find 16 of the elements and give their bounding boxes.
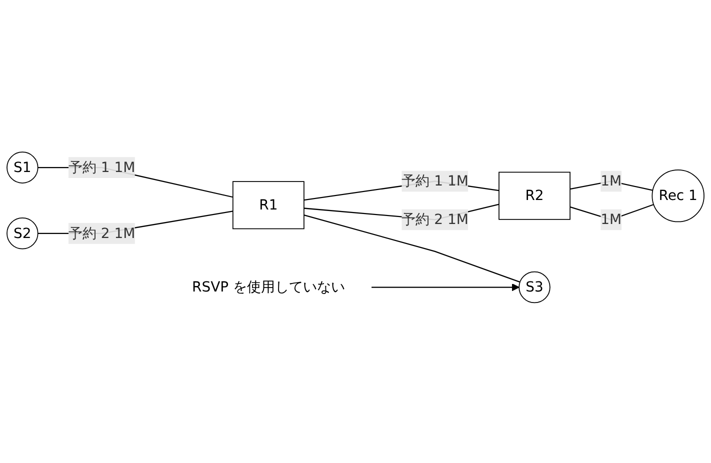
edge-label: 予約 2 1M: [402, 210, 468, 228]
node-circle: Rec 1: [652, 169, 704, 222]
node-box: R1: [232, 181, 304, 230]
edge-label: 1M: [600, 172, 622, 190]
node-circle: S1: [6, 152, 38, 184]
connector: [570, 180, 653, 191]
node-circle: S2: [6, 218, 38, 250]
node-text: RSVP を使用していない: [192, 278, 345, 296]
connector: [304, 214, 520, 283]
edge-label: 予約 1 1M: [402, 172, 468, 190]
arrow: [371, 283, 520, 292]
edge-label: 1M: [600, 210, 622, 228]
node-circle: S3: [518, 271, 550, 304]
node-box: R2: [498, 172, 570, 220]
edge-label: 予約 1 1M: [68, 158, 136, 176]
edge-label: 予約 2 1M: [68, 224, 136, 242]
